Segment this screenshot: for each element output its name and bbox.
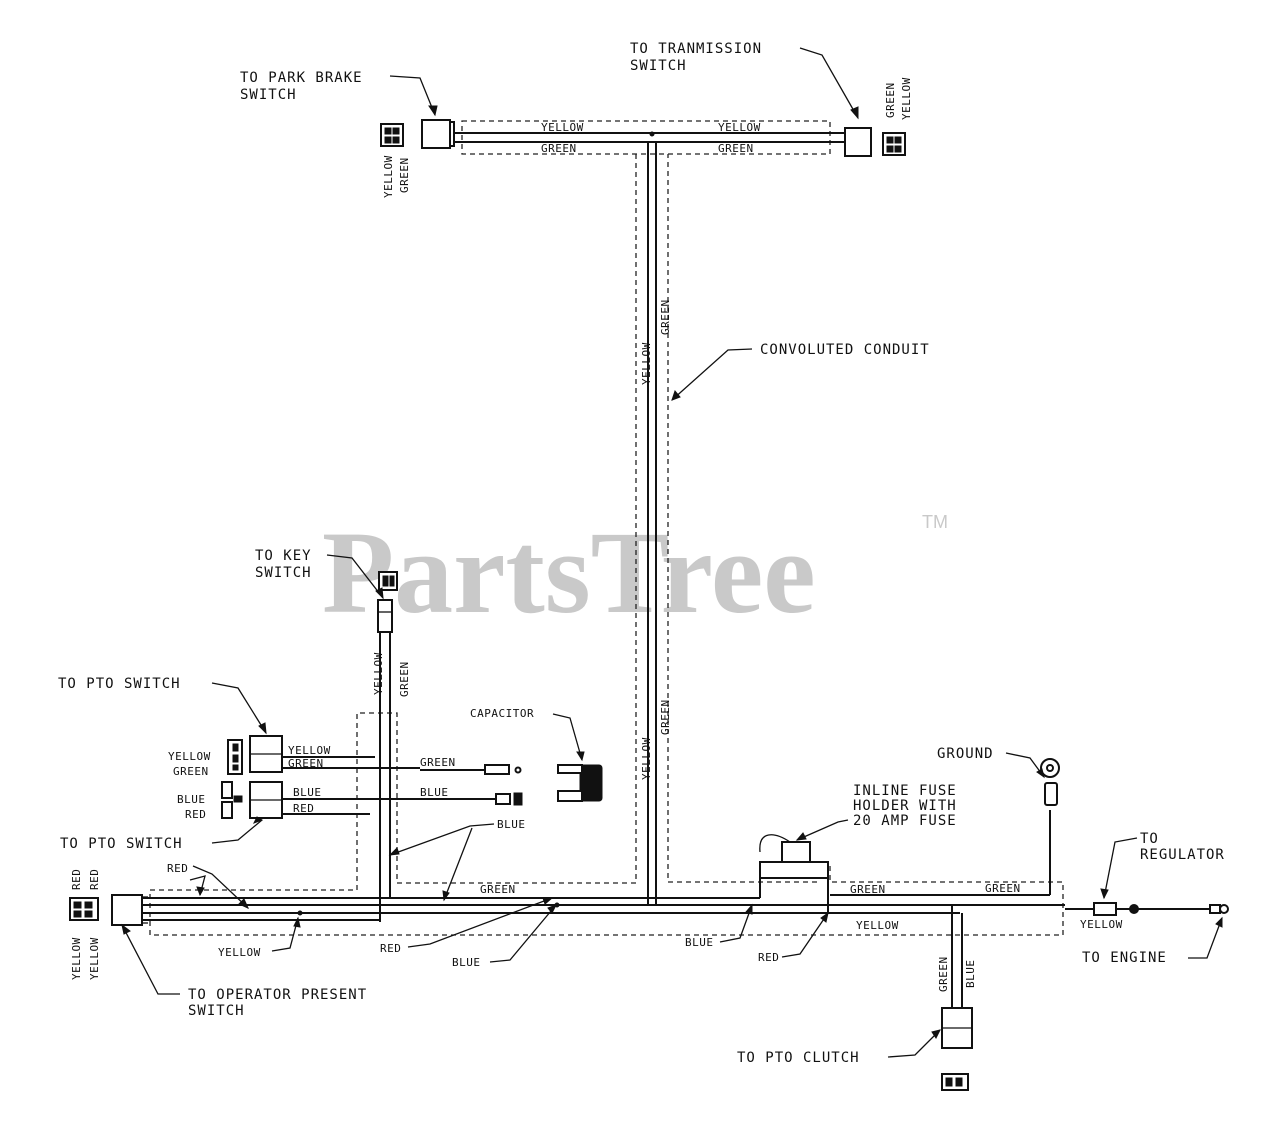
main-harness-wires [140, 810, 1210, 1010]
pin-label-yellow-trans: YELLOW [900, 77, 913, 120]
park-brake-connector [380, 119, 455, 149]
wire-label-green-pto: GREEN [288, 757, 324, 770]
wire-label-green-ground: GREEN [985, 882, 1021, 895]
wire-label-yellow-trunk-lower: YELLOW [640, 737, 653, 780]
label-inline-fuse-1: INLINE FUSE [853, 783, 957, 799]
wire-label-blue-clutch: BLUE [964, 960, 977, 989]
wire-label-green-top-left: GREEN [541, 142, 577, 155]
label-inline-fuse-3: 20 AMP FUSE [853, 813, 957, 829]
pin-label-yellow-park: YELLOW [382, 155, 395, 198]
pin-label-yellow-op-a: YELLOW [70, 937, 83, 980]
wire-label-green-top-right: GREEN [718, 142, 754, 155]
label-inline-fuse-2: HOLDER WITH [853, 798, 957, 814]
label-pto-switch-lower: TO PTO SWITCH [60, 836, 183, 852]
pin-label-yellow-pto: YELLOW [168, 750, 211, 763]
wire-label-blue-capacitor: BLUE [420, 786, 449, 799]
pin-label-green-park: GREEN [398, 157, 411, 193]
callout-red-lower: RED [380, 942, 401, 955]
wire-label-yellow-pto: YELLOW [288, 744, 331, 757]
pin-label-green-trans: GREEN [884, 82, 897, 118]
regulator-terminal [1093, 902, 1229, 916]
ground-terminal [1040, 758, 1060, 806]
wire-label-red-pto: RED [293, 802, 314, 815]
label-pto-clutch: TO PTO CLUTCH [737, 1050, 860, 1066]
pto-switch-connector-upper [227, 735, 522, 775]
inline-fuse-holder [759, 834, 829, 879]
label-key-switch-1: TO KEY [255, 548, 312, 564]
pin-label-blue-pto: BLUE [177, 793, 206, 806]
label-regulator-1: TO [1140, 831, 1159, 847]
pin-label-red-op-a: RED [70, 869, 83, 890]
wire-label-green-trunk-upper: GREEN [659, 299, 672, 335]
watermark-tm: TM [922, 512, 948, 532]
leader-arrowheads [121, 105, 1223, 1039]
callout-yellow-lower: YELLOW [218, 946, 261, 959]
wire-label-blue-pto: BLUE [293, 786, 322, 799]
label-pto-switch-upper: TO PTO SWITCH [58, 676, 181, 692]
watermark-text: PartsTree [322, 507, 816, 638]
label-transmission-2: SWITCH [630, 58, 687, 74]
pto-clutch-connector [941, 1007, 973, 1091]
label-park-brake-1: TO PARK BRAKE [240, 70, 363, 86]
wire-label-yellow-top-left: YELLOW [541, 121, 584, 134]
wire-label-yellow-regulator: YELLOW [1080, 918, 1123, 931]
callout-blue-lower: BLUE [452, 956, 481, 969]
wire-label-green-clutch: GREEN [937, 956, 950, 992]
callout-red-fuse: RED [758, 951, 779, 964]
top-harness-wires [452, 131, 845, 143]
leader-lines [121, 47, 1223, 1058]
callout-blue-fuse: BLUE [685, 936, 714, 949]
wire-label-yellow-key: YELLOW [372, 652, 385, 695]
label-park-brake-2: SWITCH [240, 87, 297, 103]
pin-label-yellow-op-b: YELLOW [88, 937, 101, 980]
label-operator-present-1: TO OPERATOR PRESENT [188, 987, 367, 1003]
key-switch-branch [377, 571, 398, 922]
wire-label-green-key: GREEN [398, 661, 411, 697]
wire-label-green-fuse: GREEN [850, 883, 886, 896]
label-regulator-2: REGULATOR [1140, 847, 1225, 863]
label-operator-present-2: SWITCH [188, 1003, 245, 1019]
wire-label-green-trunk-lower: GREEN [659, 699, 672, 735]
wire-label-green-main: GREEN [480, 883, 516, 896]
label-engine: TO ENGINE [1082, 950, 1167, 966]
pto-switch-connector-lower [221, 781, 523, 819]
vertical-trunk-wires [647, 142, 657, 905]
label-capacitor: CAPACITOR [470, 707, 534, 720]
callout-blue-upper: BLUE [497, 818, 526, 831]
label-ground: GROUND [937, 746, 994, 762]
label-conduit: CONVOLUTED CONDUIT [760, 342, 930, 358]
wire-label-green-capacitor: GREEN [420, 756, 456, 769]
operator-present-connector [69, 894, 148, 926]
label-key-switch-2: SWITCH [255, 565, 312, 581]
callout-red-upper: RED [167, 862, 188, 875]
pin-label-red-op-b: RED [88, 869, 101, 890]
pin-label-green-pto: GREEN [173, 765, 209, 778]
transmission-connector [844, 127, 906, 157]
wire-label-yellow-engine: YELLOW [856, 919, 899, 932]
wire-label-yellow-trunk-upper: YELLOW [640, 342, 653, 385]
wire-label-yellow-top-right: YELLOW [718, 121, 761, 134]
pin-label-red-pto: RED [185, 808, 206, 821]
label-transmission-1: TO TRANMISSION [630, 41, 762, 57]
capacitor-component [557, 764, 603, 802]
